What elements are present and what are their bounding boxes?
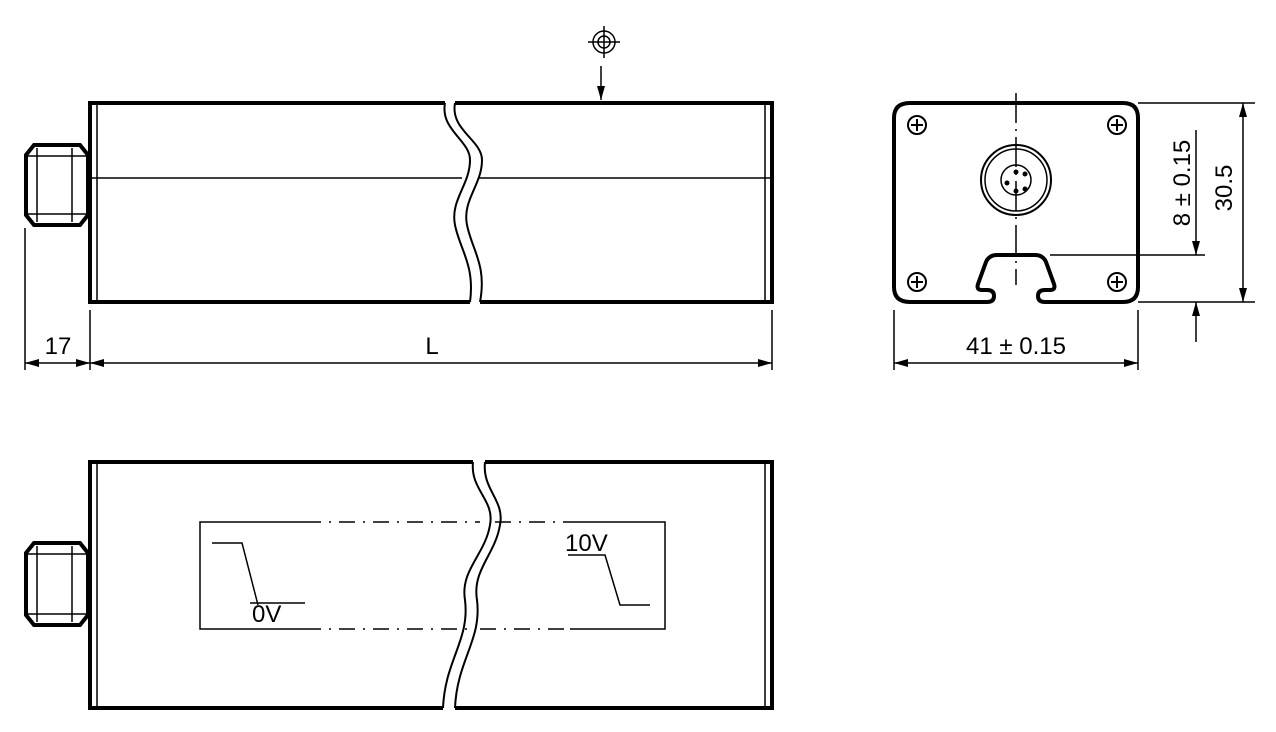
dim-connector-length: 17 (45, 333, 72, 360)
reference-mark-icon (588, 26, 620, 100)
dimension-lines-top (24, 228, 773, 370)
signal-high-label: 10V (565, 530, 608, 557)
screw-icon (907, 115, 1127, 292)
connector-top (24, 143, 90, 227)
dim-height: 30.5 (1211, 165, 1238, 212)
dimension-lines-end (893, 102, 1255, 370)
end-view: 41 ± 0.15 30.5 8 ± 0.15 (892, 93, 1255, 370)
dim-rail-offset: 8 ± 0.15 (1169, 140, 1196, 227)
dim-length: L (425, 333, 438, 360)
connector-socket-icon (980, 144, 1052, 216)
signal-label-box (199, 521, 666, 630)
signal-low-label: 0V (252, 601, 281, 628)
side-view-bottom: 0V 10V (24, 460, 774, 710)
dim-width: 41 ± 0.15 (966, 333, 1066, 360)
connector-bottom (24, 541, 90, 627)
side-view-top: 17 L (24, 26, 774, 370)
